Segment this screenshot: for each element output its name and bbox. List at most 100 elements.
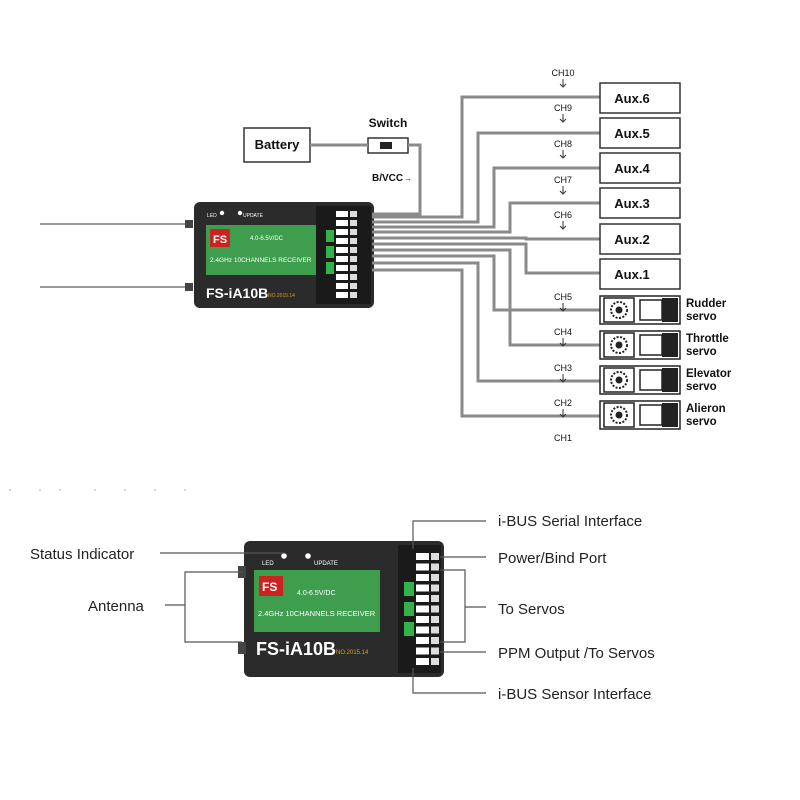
connector-pin	[336, 238, 348, 244]
connector-pin	[416, 563, 429, 571]
connector-led	[326, 246, 334, 258]
servo-icon	[599, 330, 681, 360]
aux-box	[599, 117, 681, 149]
aux-box	[599, 82, 681, 114]
connector-pin	[336, 292, 348, 298]
callout-ppm-output: PPM Output /To Servos	[498, 645, 655, 662]
switch-label: Switch	[369, 116, 408, 130]
connector-pin	[431, 574, 439, 581]
connector-pin	[431, 553, 439, 560]
connector-pin	[350, 229, 357, 235]
channel-wire	[372, 254, 600, 312]
callout-antenna: Antenna	[88, 598, 145, 615]
channel-label: CH1	[554, 433, 572, 443]
connector-pin	[350, 283, 357, 289]
connector-pin	[416, 637, 429, 644]
connector-pin	[416, 626, 429, 634]
servo-name: Rudder	[686, 298, 727, 310]
battery-block: Battery	[243, 127, 311, 163]
connector-pin	[431, 616, 439, 623]
channel-label: CH6	[554, 210, 572, 220]
connector-pin	[350, 238, 357, 244]
callout-to-servos: To Servos	[498, 601, 565, 618]
bvcc-label: B/VCC	[372, 173, 403, 184]
switch-block: Switch	[367, 116, 409, 154]
bottom-band: 2.4GHz 10CHANNELS RECEIVER	[258, 609, 376, 618]
channel-arrow	[559, 83, 567, 88]
connector-pin	[350, 256, 357, 262]
channel-label: CH9	[554, 103, 572, 113]
connector-pin	[431, 595, 439, 602]
battery-switch-wires	[310, 143, 422, 216]
channel-arrow	[559, 225, 567, 230]
channel-arrow	[559, 154, 567, 159]
channel-arrow	[559, 307, 567, 312]
connector-pin	[416, 595, 429, 602]
channel-wire	[372, 236, 600, 241]
connector-pin	[336, 220, 348, 226]
callout-ibus-serial: i-BUS Serial Interface	[498, 513, 642, 530]
top-model-label: FS-iA10B	[206, 285, 268, 301]
channel-label: CH2	[554, 398, 572, 408]
connector-pin	[416, 647, 429, 655]
aux-box	[599, 223, 681, 255]
connector-led	[404, 622, 414, 636]
channel-label: CH8	[554, 139, 572, 149]
aux-label: Aux.4	[614, 161, 650, 176]
connector-pin	[416, 574, 429, 581]
channel-wire	[372, 268, 600, 418]
bottom-connector-pins	[404, 553, 439, 665]
channel-label: CH3	[554, 363, 572, 373]
connector-pin	[416, 616, 429, 623]
connector-led	[404, 582, 414, 596]
connector-pin	[350, 292, 357, 298]
aux-box	[599, 187, 681, 219]
channel-wire	[372, 201, 600, 234]
channel-label: CH10	[551, 68, 574, 78]
connector-pin	[416, 584, 429, 592]
connector-pin	[336, 265, 348, 271]
connector-pin	[416, 658, 429, 665]
servo-icon	[599, 365, 681, 395]
channel-label: CH5	[554, 292, 572, 302]
top-code-label: NO.2015.14	[268, 293, 295, 299]
bottom-update-label: UPDATE	[314, 561, 338, 567]
callout-status-indicator: Status Indicator	[30, 546, 134, 563]
bvcc-arrow: →	[404, 174, 412, 183]
separator-dots	[9, 489, 186, 491]
battery-label: Battery	[255, 137, 301, 152]
aux-label: Aux.2	[614, 232, 649, 247]
top-band: 2.4GHz 10CHANNELS RECEIVER	[210, 257, 312, 264]
top-connector-pins	[326, 211, 357, 298]
channel-arrow	[559, 413, 567, 418]
channel-wire	[372, 95, 600, 219]
top-update-label: UPDATE	[243, 213, 264, 219]
connector-pin	[336, 283, 348, 289]
connector-pin	[431, 658, 439, 665]
bottom-code-label: NO.2015.14	[336, 650, 369, 656]
channel-label: CH4	[554, 327, 572, 337]
channel-wire	[372, 131, 600, 224]
channel-label: CH7	[554, 175, 572, 185]
connector-pin	[416, 605, 429, 613]
connector-led	[326, 262, 334, 274]
top-brand-logo: FS	[213, 234, 227, 246]
servo-word: servo	[686, 381, 717, 393]
aux-box	[599, 152, 681, 184]
connector-pin	[350, 274, 357, 280]
channel-arrow	[559, 342, 567, 347]
channel-wire	[372, 261, 600, 383]
connector-pin	[431, 626, 439, 634]
callout-ibus-sensor: i-BUS Sensor Interface	[498, 686, 651, 703]
aux-label: Aux.5	[614, 126, 649, 141]
top-led-label: LED	[207, 213, 217, 219]
connector-pin	[336, 247, 348, 253]
connector-pin	[431, 647, 439, 655]
connector-pin	[336, 274, 348, 280]
servo-name: Elevator	[686, 368, 732, 380]
connector-pin	[431, 584, 439, 592]
connector-pin	[431, 605, 439, 613]
bottom-receiver: FS 4.0-6.5V/DC 2.4GHz 10CHANNELS RECEIVE…	[238, 541, 444, 677]
connector-pin	[431, 563, 439, 571]
